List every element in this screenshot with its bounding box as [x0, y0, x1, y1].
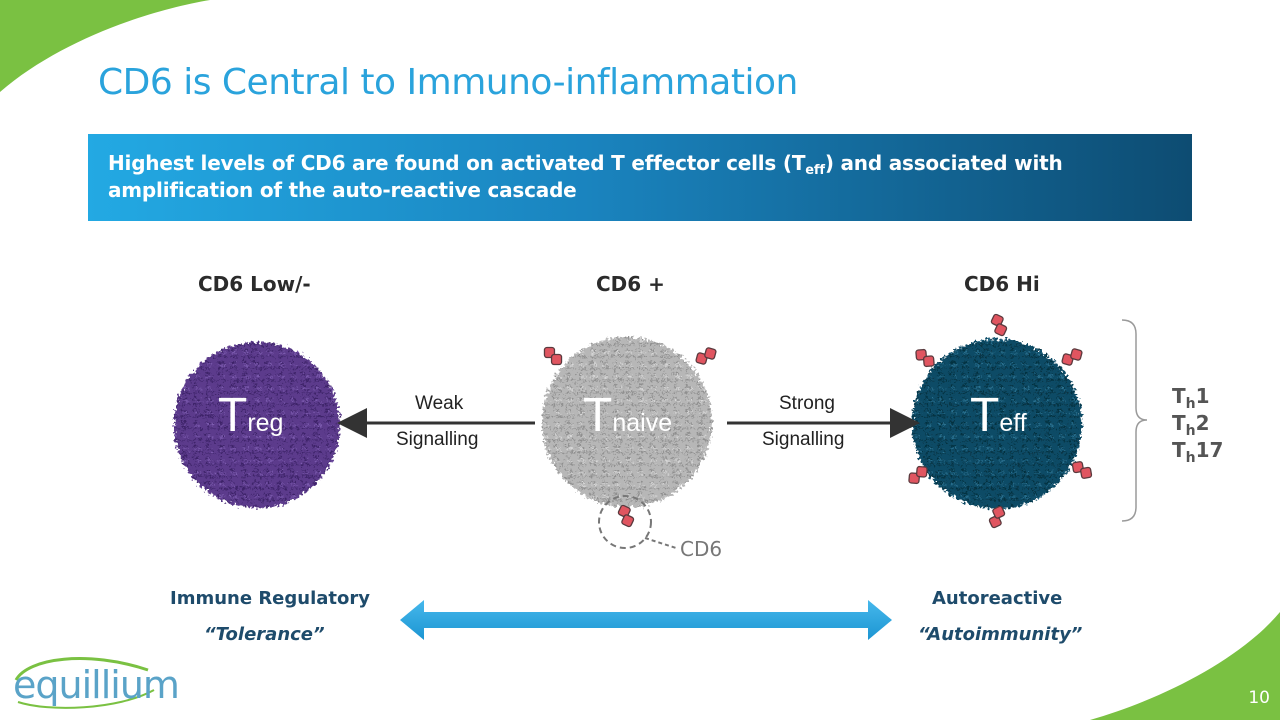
th2-label: Th2 — [1172, 411, 1210, 439]
slide-title: CD6 is Central to Immuno-inflammation — [98, 62, 798, 103]
banner-text-before: Highest levels of CD6 are found on activ… — [108, 151, 806, 175]
cd6-receptor — [988, 505, 1006, 529]
heading-cd6-low: CD6 Low/- — [198, 272, 311, 296]
cd6-callout-label: CD6 — [680, 537, 723, 561]
cd6-receptor — [617, 504, 635, 528]
strong-label: Strong — [779, 393, 835, 414]
equillium-logo-swoosh — [14, 657, 155, 709]
banner-subscript: eff — [805, 163, 825, 178]
tnaive-label-sub: naive — [612, 409, 673, 437]
cd6-receptor — [915, 348, 935, 368]
cd6-receptor — [1071, 461, 1093, 479]
cd6-callout-line — [644, 537, 677, 549]
teff-label-sub: eff — [999, 409, 1027, 437]
cd6-receptor — [908, 465, 928, 485]
tolerance-autoimmunity-double-arrow — [400, 600, 892, 640]
teff-label: Teff — [970, 388, 1027, 443]
cd6-receptor — [990, 313, 1008, 337]
heading-cd6-hi: CD6 Hi — [964, 272, 1040, 296]
th17-label: Th17 — [1172, 438, 1224, 466]
cd6-receptors — [543, 313, 1093, 529]
treg-label: Treg — [218, 388, 283, 443]
th1-label: Th1 — [1172, 384, 1210, 412]
immune-regulatory-label: Immune Regulatory — [170, 588, 370, 609]
tnaive-cell — [542, 337, 712, 507]
cd6-receptor — [1061, 348, 1083, 366]
strong-signalling-label: Signalling — [762, 429, 845, 450]
autoimmunity-label: “Autoimmunity” — [918, 624, 1083, 645]
equillium-logo: equillium — [13, 663, 180, 707]
banner-text-after: ) and associated with amplification of t… — [108, 151, 1063, 202]
summary-banner: Highest levels of CD6 are found on activ… — [88, 134, 1192, 221]
treg-label-sub: reg — [247, 409, 284, 437]
tnaive-label-main: T — [583, 389, 613, 442]
weak-signalling-label: Signalling — [396, 429, 479, 450]
heading-cd6-plus: CD6 + — [596, 272, 665, 296]
cd6-callout-circle — [598, 495, 652, 549]
green-corner-top-left — [0, 0, 210, 92]
autoreactive-label: Autoreactive — [932, 588, 1063, 609]
tnaive-label: Tnaive — [583, 388, 672, 443]
treg-cell — [174, 342, 340, 508]
cd6-receptor — [695, 347, 717, 365]
tolerance-label: “Tolerance” — [204, 624, 325, 645]
banner-text: Highest levels of CD6 are found on activ… — [108, 150, 1168, 204]
weak-label: Weak — [415, 393, 464, 414]
teff-label-main: T — [970, 389, 1000, 442]
teff-cell — [912, 339, 1082, 509]
th-subset-bracket — [1121, 319, 1148, 522]
green-corner-bottom-right — [1090, 612, 1280, 720]
page-number: 10 — [1248, 688, 1270, 708]
cd6-receptor — [543, 346, 563, 366]
treg-label-main: T — [218, 389, 248, 442]
